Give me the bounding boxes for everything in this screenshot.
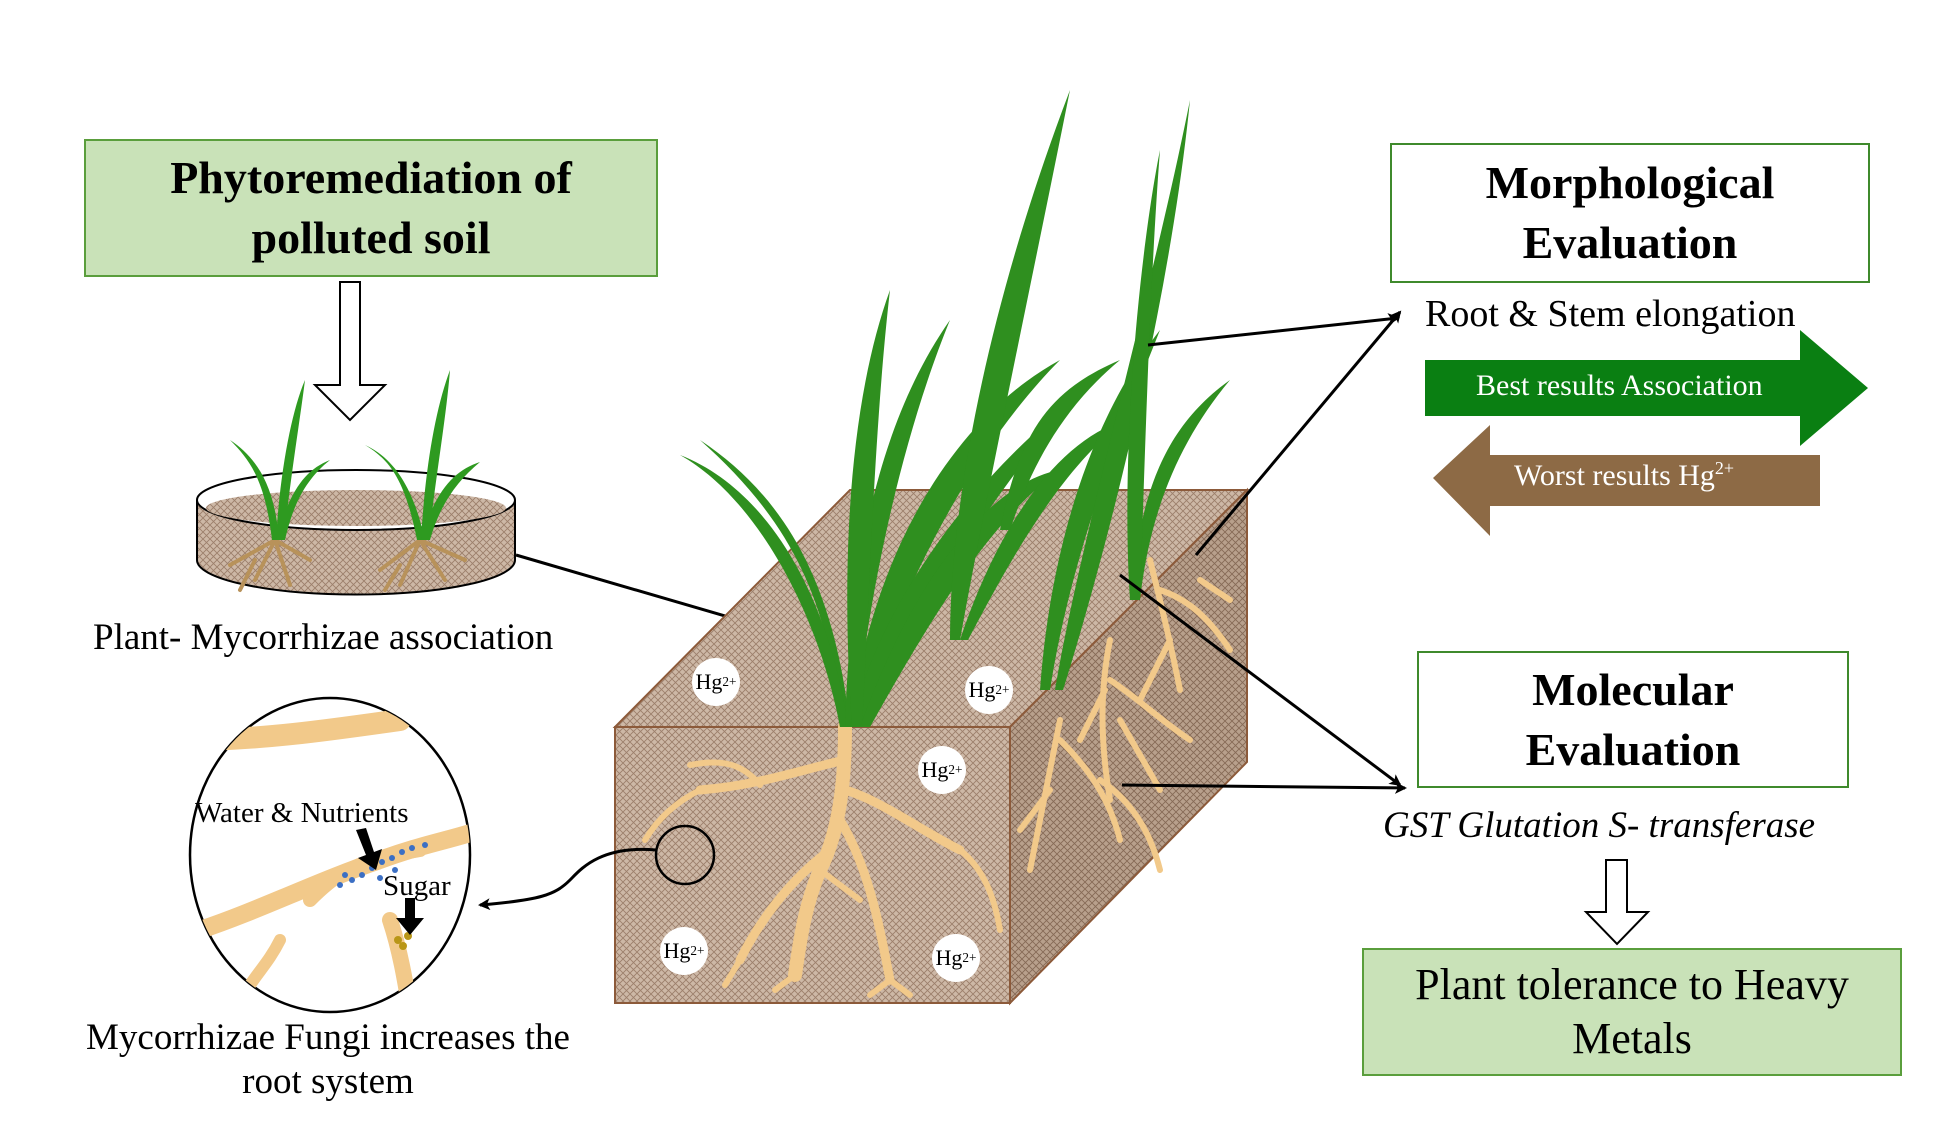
worst-results-arrow — [1433, 425, 1820, 536]
hg-base: Hg — [968, 677, 996, 702]
association-label: Plant- Mycorrhizae association — [93, 617, 554, 658]
best-results-label: Best results Association — [1476, 369, 1763, 402]
magnified-circle — [188, 696, 472, 1014]
hg-charge: 2+ — [948, 762, 963, 777]
hg-charge: 2+ — [995, 682, 1010, 697]
molecular-line2: Evaluation — [1525, 723, 1741, 775]
best-results-arrow — [1425, 330, 1868, 446]
hg-base: Hg — [695, 669, 723, 694]
roots — [642, 720, 1003, 998]
hg-charge: 2+ — [690, 943, 705, 958]
gst-label: GST Glutation S- transferase — [1383, 805, 1816, 846]
morphological-evaluation-box: Morphological Evaluation — [1390, 143, 1870, 283]
morphological-line1: Morphological — [1485, 157, 1775, 208]
phytoremediation-box: Phytoremediation of polluted soil — [84, 139, 658, 277]
morph-subtitle: Root & Stem elongation — [1425, 293, 1796, 335]
hg-charge: 2+ — [722, 674, 737, 689]
molecular-evaluation-box: Molecular Evaluation — [1417, 651, 1849, 788]
hg-base: Hg — [921, 757, 949, 782]
hollow-down-arrow-icon — [312, 281, 388, 422]
phytoremediation-line1: Phytoremediation of — [170, 152, 572, 203]
black-down-arrow-icon — [356, 828, 382, 870]
phytoremediation-line2: polluted soil — [251, 212, 491, 263]
petri-dish — [196, 370, 516, 596]
fungi-caption-line1: Mycorrhizae Fungi increases the — [86, 1017, 570, 1058]
worst-results-text: Worst results Hg — [1514, 459, 1715, 492]
morphological-line2: Evaluation — [1522, 217, 1738, 268]
molecular-line1: Molecular — [1532, 663, 1734, 715]
black-down-arrow-icon — [396, 898, 424, 935]
roots-side — [1017, 557, 1233, 873]
fungi-caption: Mycorrhizae Fungi increases the root sys… — [48, 1016, 608, 1104]
worst-results-label: Worst results Hg2+ — [1514, 458, 1734, 493]
sugar-label: Sugar — [383, 870, 451, 902]
tolerance-line2: Metals — [1572, 1014, 1692, 1063]
water-nutrients-label: Water & Nutrients — [195, 797, 409, 829]
worst-results-charge: 2+ — [1714, 458, 1735, 478]
hg-charge: 2+ — [962, 950, 977, 965]
hg-base: Hg — [935, 945, 963, 970]
hg-base: Hg — [663, 938, 691, 963]
plant-tolerance-box: Plant tolerance to Heavy Metals — [1362, 948, 1902, 1076]
hollow-down-arrow-icon — [1583, 859, 1651, 946]
fungi-caption-line2: root system — [242, 1061, 414, 1102]
tolerance-line1: Plant tolerance to Heavy — [1415, 960, 1849, 1009]
grass-plant-icon — [680, 90, 1230, 727]
